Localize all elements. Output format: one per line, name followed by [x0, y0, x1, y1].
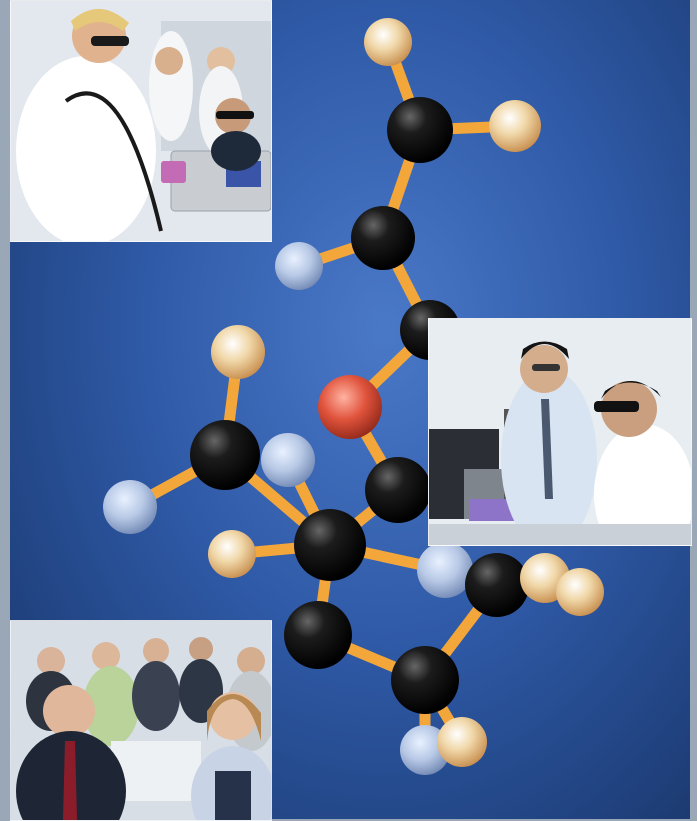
photo-scientists-instrument — [428, 318, 692, 546]
photo-lab-technicians — [10, 0, 272, 242]
photo-seminar-audience — [10, 620, 272, 821]
molecule-atoms — [103, 18, 604, 775]
